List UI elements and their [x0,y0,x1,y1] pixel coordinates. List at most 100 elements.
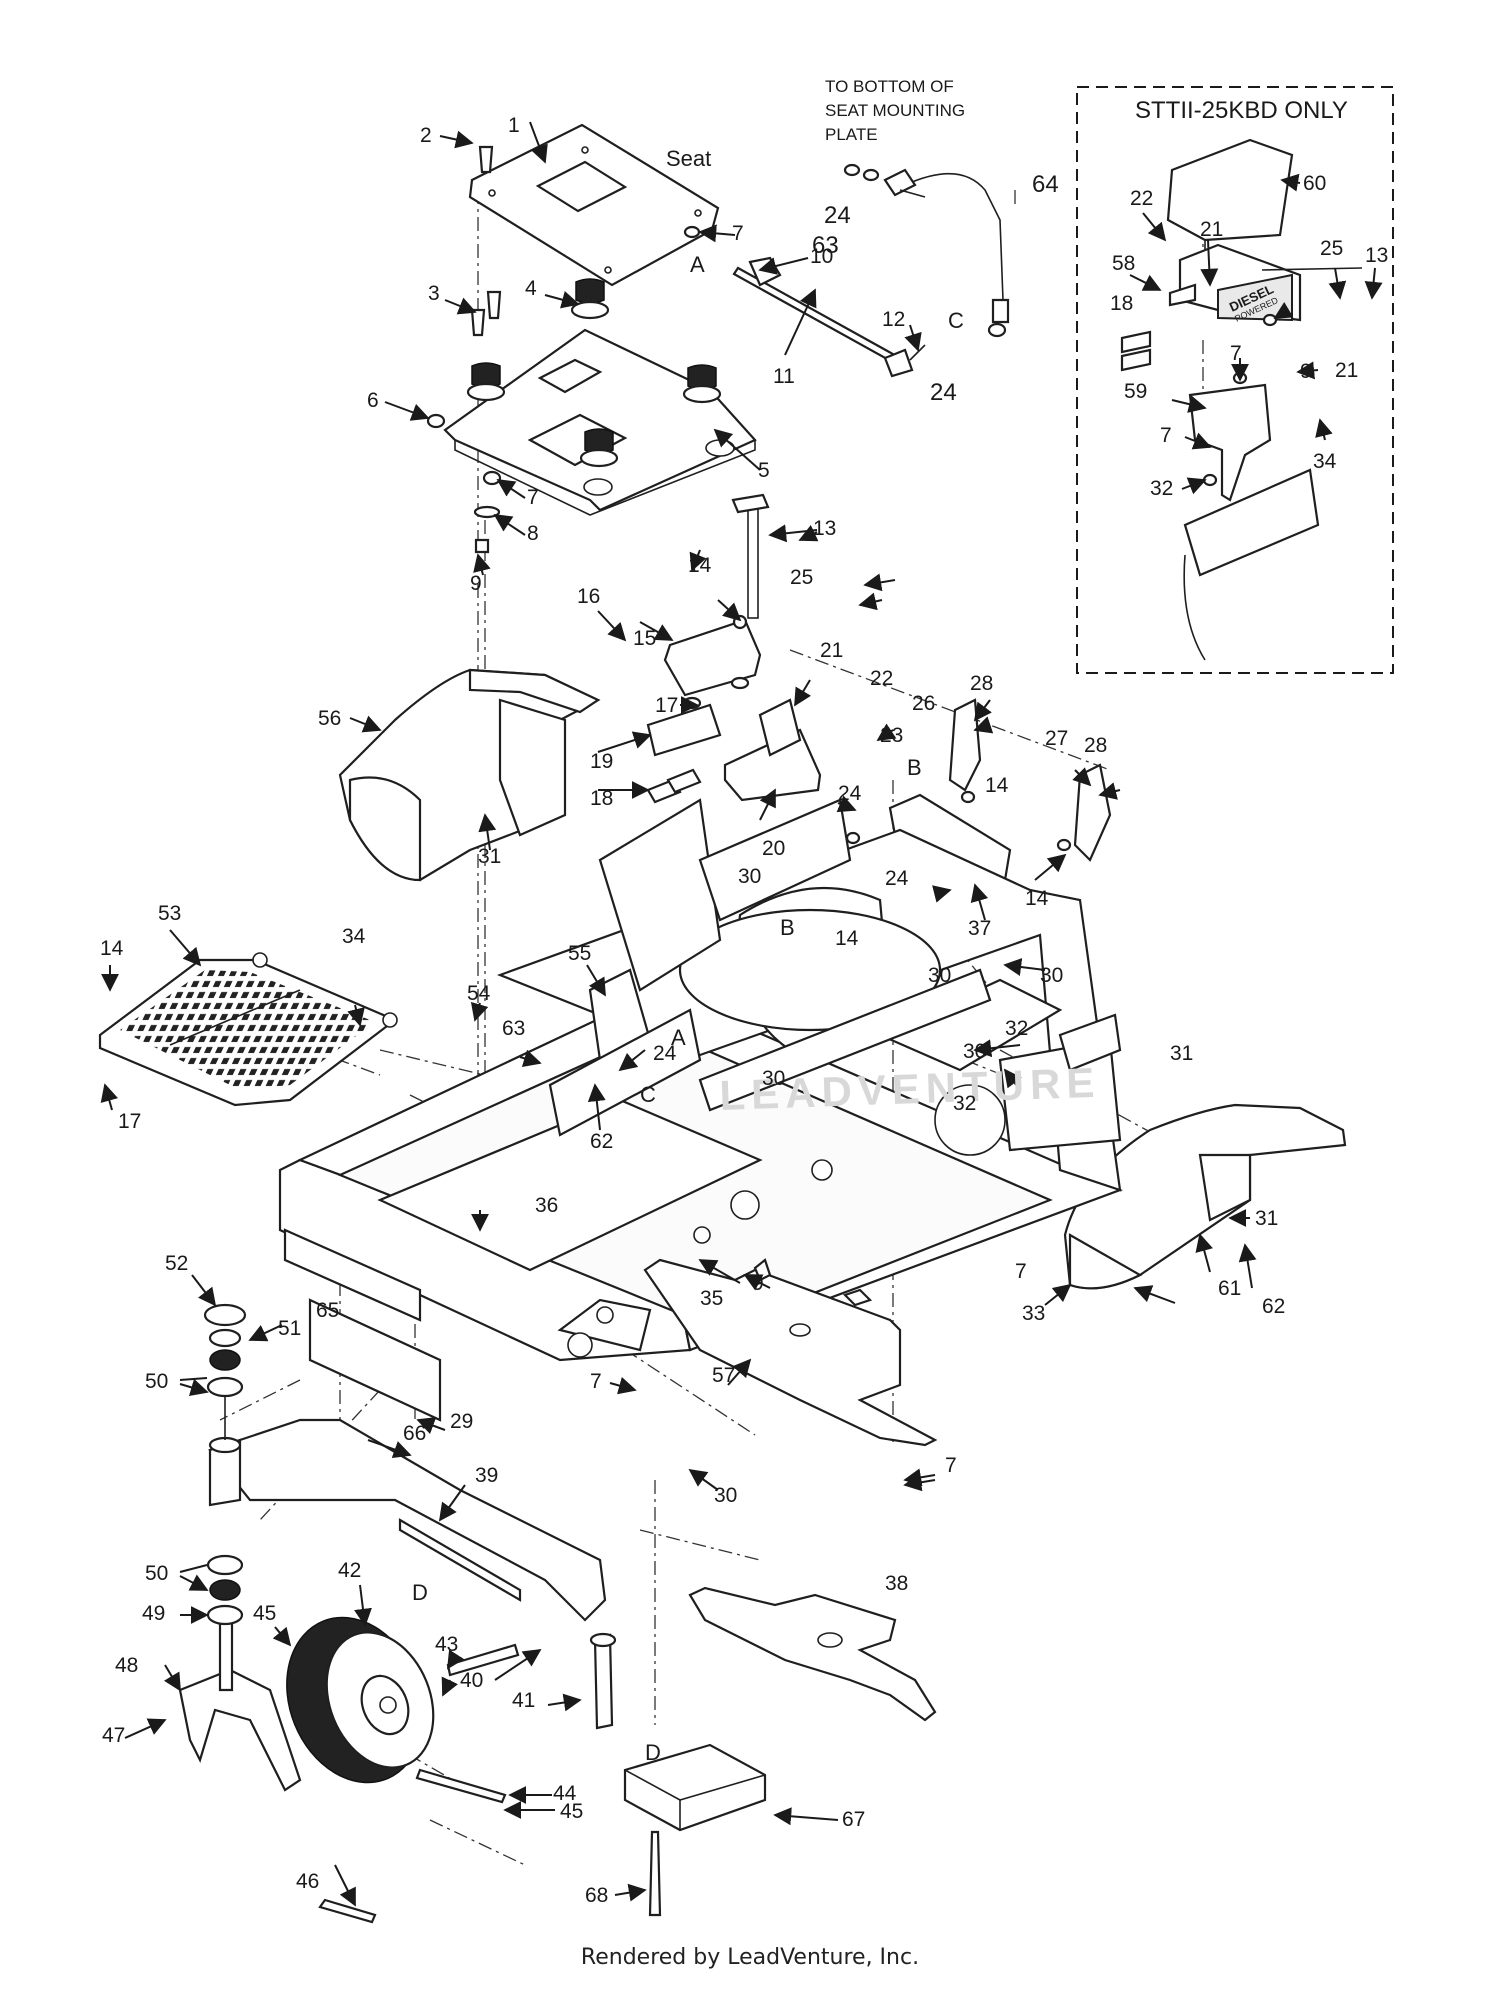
callout-38: 38 [885,1572,908,1595]
callout-14-d: 14 [835,927,859,950]
callout-7-fender: 7 [1015,1260,1027,1283]
callout-14-c: 14 [1025,887,1049,910]
seat-hardware [426,145,701,554]
callout-33: 33 [1022,1302,1045,1325]
callout-32-a: 32 [1005,1017,1028,1040]
callout-10: 10 [810,245,833,268]
callout-13: 13 [813,517,836,540]
callout-14-b: 14 [985,774,1009,797]
to-bottom-note-line3: PLATE [825,125,878,144]
callout-19: 19 [590,750,613,773]
footer-credit: Rendered by LeadVenture, Inc. [580,1945,920,1970]
callout-63: 63 [502,1017,525,1040]
callout-1: 1 [508,114,520,137]
callout-7-inset-a: 7 [1230,342,1242,365]
callout-50-a: 50 [145,1370,168,1393]
callout-17-foot: 17 [118,1110,141,1133]
callout-25-inset: 25 [1320,237,1343,260]
callout-leaders [100,121,1383,1907]
callout-15: 15 [633,627,656,650]
callout-7-inset-b: 7 [1160,424,1172,447]
callout-24-a: 24 [838,782,862,805]
callout-49: 49 [142,1602,165,1625]
callout-32-b: 32 [953,1092,976,1115]
callout-61: 61 [1218,1277,1241,1300]
callout-30-b: 30 [928,964,951,987]
callout-5: 5 [758,459,770,482]
callout-52: 52 [165,1252,188,1275]
ref-letter-a-top: A [690,252,705,277]
ref-letter-c-cable: C [948,308,964,333]
to-bottom-note-line1: TO BOTTOM OF [825,77,954,96]
callout-9: 9 [470,572,482,595]
callout-57: 57 [712,1364,735,1387]
callout-31-right: 31 [1170,1042,1193,1065]
panel-29 [283,1228,442,1422]
callout-53: 53 [158,902,181,925]
left-fender [338,668,601,882]
callout-29: 29 [450,1410,473,1433]
bearings [203,1303,520,1804]
foot-plate [98,952,398,1107]
callout-24-e: 24 [930,379,957,406]
ref-letter-d-tray: D [645,1740,661,1765]
callout-13-inset: 13 [1365,244,1388,267]
callout-7-seat: 7 [732,222,744,245]
callout-31-a: 31 [478,845,501,868]
cover-plate-38 [688,1586,937,1722]
caster-arm-39 [208,1418,617,1730]
callout-4: 4 [525,277,537,300]
callout-12: 12 [882,308,905,331]
callout-40: 40 [460,1669,483,1692]
callout-48: 48 [115,1654,138,1677]
callout-28-b: 28 [1084,734,1107,757]
callout-58: 58 [1112,252,1135,275]
callout-56: 56 [318,707,341,730]
callout-22: 22 [870,667,893,690]
callout-62-b: 62 [590,1130,613,1153]
callout-21-inset-a: 21 [1200,218,1223,241]
callout-43: 43 [435,1633,458,1656]
notes: TO BOTTOM OF SEAT MOUNTING PLATE Seat ST… [666,77,1348,1119]
seat-label: Seat [666,146,711,171]
callout-28-a: 28 [970,672,993,695]
callout-36: 36 [535,1194,558,1217]
callout-66: 66 [403,1422,426,1445]
callout-30-d: 30 [762,1067,785,1090]
callout-9-inset: 9 [1300,360,1312,383]
callout-21-inset-b: 21 [1335,359,1358,382]
callout-6: 6 [367,389,379,412]
callout-41: 41 [512,1689,535,1712]
callout-35: 35 [700,1287,723,1310]
reference-letters: A A B B C C D D [412,252,964,1765]
callout-32-inset: 32 [1150,477,1173,500]
callout-44: 44 [553,1782,577,1805]
callout-26: 26 [912,692,935,715]
callout-18-inset: 18 [1110,292,1133,315]
callout-54: 54 [467,982,491,1005]
callout-64: 64 [1032,171,1059,198]
callout-50-b: 50 [145,1562,168,1585]
callout-25: 25 [790,566,813,589]
ref-letter-b-bracket: B [907,755,922,780]
callout-68: 68 [585,1884,608,1907]
callout-numbers: 1 2 3 4 5 6 7 7 8 9 10 11 12 13 14 14 14… [100,114,1388,1907]
ref-letter-d-arm: D [412,1580,428,1605]
callout-55: 55 [568,942,591,965]
callout-60: 60 [1303,172,1326,195]
callout-23: 23 [880,724,903,747]
callout-37: 37 [968,917,991,940]
ref-letter-a-frame: A [671,1025,686,1050]
callout-27: 27 [1045,727,1068,750]
callout-47: 47 [102,1724,125,1747]
callout-9-frame: 9 [752,1272,764,1295]
callout-7-support: 7 [527,486,539,509]
cover-plate-57 [643,1258,938,1447]
callout-31-b: 31 [1255,1207,1278,1230]
ref-letter-b-frame: B [780,915,795,940]
callout-16: 16 [577,585,600,608]
callout-42: 42 [338,1559,361,1582]
callout-30-c: 30 [963,1040,986,1063]
callout-14-e: 14 [100,937,124,960]
